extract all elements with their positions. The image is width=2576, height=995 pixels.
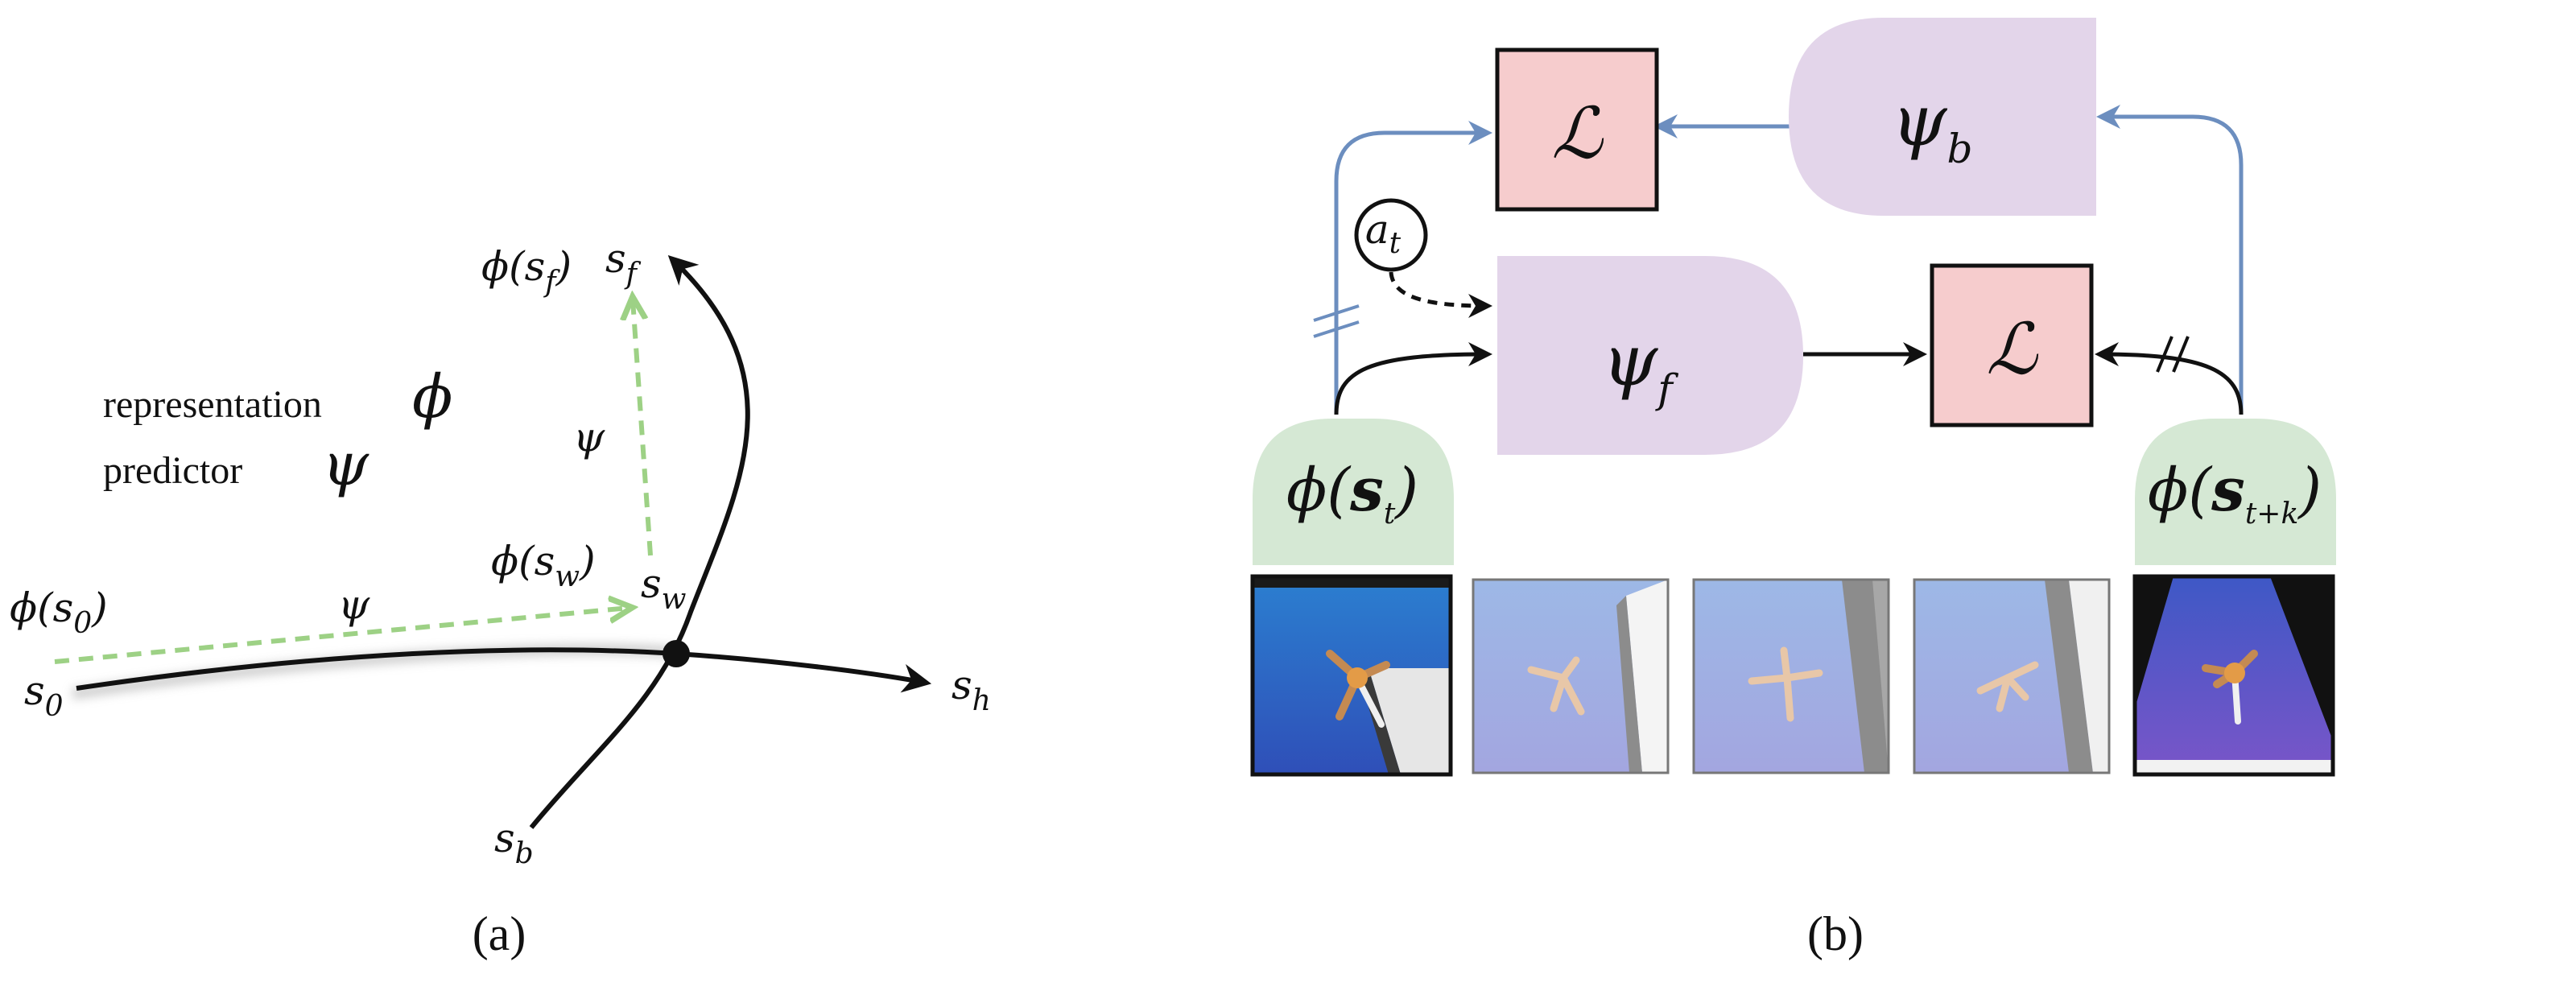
action-arrow-dashed bbox=[1389, 271, 1492, 318]
encoder-phi-stk bbox=[2135, 419, 2336, 565]
label-sf: sf bbox=[605, 235, 642, 291]
loss-box-bottom bbox=[1930, 263, 2094, 427]
caption-a: (a) bbox=[473, 907, 526, 960]
trajectory-sb-sf bbox=[529, 255, 750, 829]
legend-representation-symbol: ϕ bbox=[412, 362, 452, 431]
arrow-stk-to-loss bbox=[2095, 342, 2244, 415]
label-sw: sw bbox=[641, 560, 687, 616]
arrow-st-to-psif bbox=[1334, 342, 1492, 415]
psi-label-horizontal: ψ bbox=[338, 581, 370, 628]
psi-label-vertical: ψ bbox=[573, 414, 605, 460]
action-node bbox=[1354, 198, 1428, 272]
intersection-point bbox=[663, 640, 690, 667]
loss-box-top bbox=[1495, 47, 1659, 212]
label-sb: sb bbox=[494, 815, 534, 870]
legend-representation: representation bbox=[103, 383, 322, 426]
predictor-psi-b bbox=[1789, 18, 2096, 216]
predictor-psi-f bbox=[1497, 256, 1803, 455]
stop-gradient-mark-right bbox=[2156, 336, 2190, 373]
psi-f-label: ψf bbox=[1602, 319, 1678, 412]
action-label: at bbox=[1365, 206, 1402, 260]
panel-a: representation ϕ predictor ψ ψ ψ s0 sh s… bbox=[10, 235, 991, 960]
label-s0: s0 bbox=[24, 667, 64, 723]
psi-b-label: ψb bbox=[1891, 79, 1972, 172]
stop-gradient-mark-left bbox=[1313, 304, 1360, 338]
legend-predictor: predictor bbox=[103, 449, 242, 492]
frame-intermediate-2 bbox=[1692, 578, 1890, 774]
phi-st-label: ϕ(st) bbox=[1286, 456, 1418, 531]
frame-intermediate-3 bbox=[1913, 578, 2111, 774]
phi-stk-label: ϕ(st+k) bbox=[2148, 456, 2322, 531]
trajectory-s0-sh bbox=[76, 647, 932, 693]
predictor-arrow-sw-sf bbox=[633, 299, 653, 556]
frame-intermediate-1 bbox=[1472, 578, 1670, 774]
encoder-phi-st bbox=[1253, 419, 1454, 565]
loss-symbol-top: ℒ bbox=[1551, 92, 1604, 175]
legend-predictor-symbol: ψ bbox=[322, 430, 369, 499]
blue-arrow-stk-to-psib bbox=[2096, 105, 2244, 415]
frame-future bbox=[2132, 574, 2335, 777]
panel-b: ℒ ψb at ψf ℒ ϕ(st) ϕ(st+k) bbox=[1250, 18, 2336, 960]
loss-symbol-bottom: ℒ bbox=[1986, 308, 2038, 390]
label-sh: sh bbox=[952, 662, 991, 717]
frame-current bbox=[1250, 574, 1453, 777]
label-phi-sw: ϕ(sw) bbox=[491, 538, 596, 593]
blue-arrow-st-to-loss-top bbox=[1334, 121, 1492, 415]
label-phi-s0: ϕ(s0) bbox=[10, 584, 108, 640]
label-phi-sf: ϕ(sf) bbox=[481, 243, 572, 299]
caption-b: (b) bbox=[1807, 907, 1864, 960]
